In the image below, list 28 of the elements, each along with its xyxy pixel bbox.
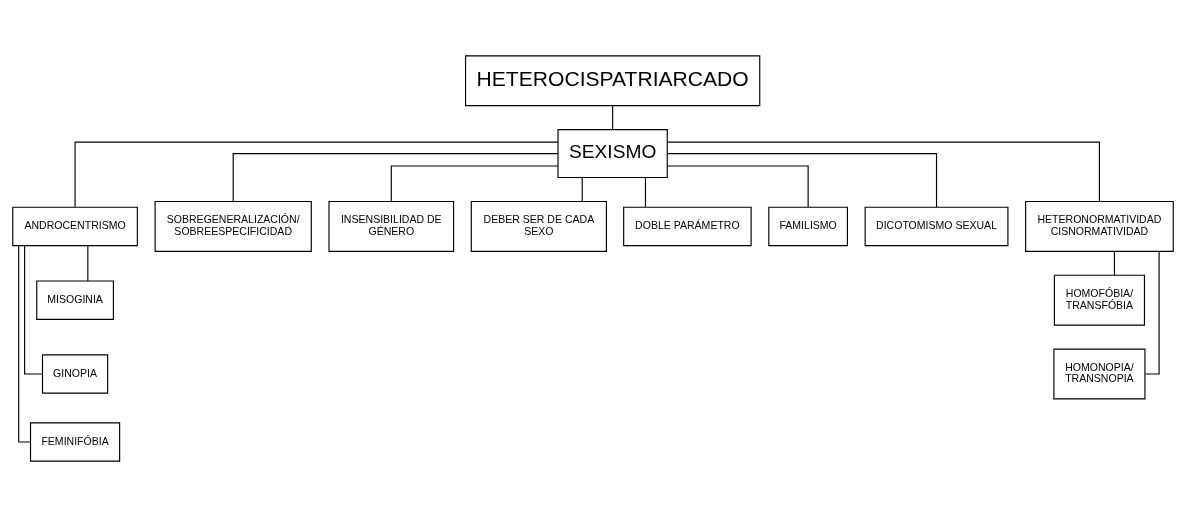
connector <box>1113 250 1115 276</box>
connector <box>232 152 559 202</box>
node-box: MISOGINIA <box>36 279 114 320</box>
connector <box>18 244 31 443</box>
connector <box>666 141 1100 202</box>
connector <box>87 244 89 281</box>
node-box: HOMOFÓBIA/ TRANSFÓBIA <box>1053 274 1146 326</box>
node-box: HETERONORMATIVIDAD CISNORMATIVIDAD <box>1025 200 1174 252</box>
node-box: SOBREGENERALIZACIÓN/ SOBREESPECIFICIDAD <box>154 200 312 252</box>
node-box: HOMONOPIA/ TRANSNOPIA <box>1053 347 1146 399</box>
node-box: DICOTOMISMO SEXUAL <box>864 206 1009 246</box>
node-box: GINOPIA <box>41 353 109 394</box>
connector <box>74 141 559 207</box>
connector <box>581 176 583 202</box>
node-box: SEXISMO <box>557 128 668 178</box>
node-box: FAMILISMO <box>768 206 848 246</box>
node-box: HETEROCISPATRIARCADO <box>464 54 761 106</box>
node-box: FEMINIFÓBIA <box>29 421 121 462</box>
node-box: INSENSIBILIDAD DE GÉNERO <box>328 200 455 252</box>
node-box: DEBER SER DE CADA SEXO <box>470 200 607 252</box>
node-box: DOBLE PARÁMETRO <box>623 206 752 246</box>
connector <box>612 104 614 130</box>
connector <box>667 152 938 207</box>
connector <box>666 164 809 208</box>
connector <box>644 176 647 207</box>
connector <box>390 164 559 202</box>
connector <box>24 244 43 375</box>
node-box: ANDROCENTRISMO <box>12 206 138 246</box>
